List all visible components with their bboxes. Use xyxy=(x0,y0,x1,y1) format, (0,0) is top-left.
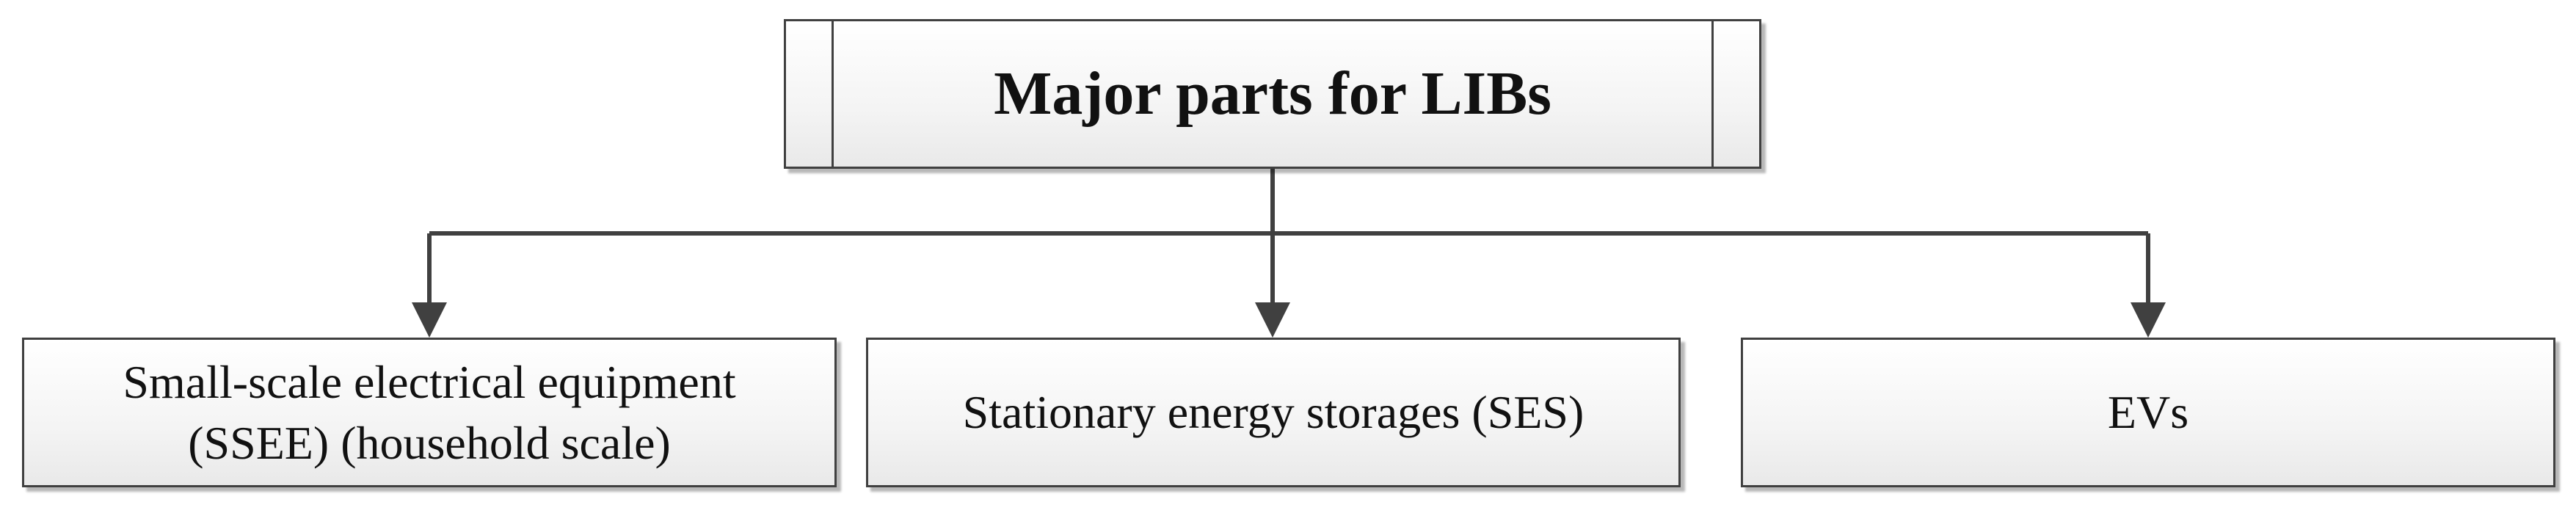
child-node-ssee-label: Small-scale electrical equipment (SSEE) … xyxy=(101,352,757,473)
arrow-left xyxy=(412,302,447,338)
child-node-ses: Stationary energy storages (SES) xyxy=(866,338,1681,487)
root-node-right-bar xyxy=(1711,21,1714,167)
arrow-right xyxy=(2131,302,2166,338)
root-node-left-bar xyxy=(832,21,834,167)
child-node-ssee: Small-scale electrical equipment (SSEE) … xyxy=(22,338,837,487)
root-node-label: Major parts for LIBs xyxy=(994,59,1551,128)
root-node: Major parts for LIBs xyxy=(784,19,1761,169)
arrow-middle xyxy=(1255,302,1290,338)
child-node-ssee-label-line2: (SSEE) (household scale) xyxy=(188,417,671,469)
child-node-evs: EVs xyxy=(1741,338,2555,487)
child-node-ssee-label-line1: Small-scale electrical equipment xyxy=(123,355,736,408)
child-node-ses-label: Stationary energy storages (SES) xyxy=(962,386,1584,439)
child-node-evs-label: EVs xyxy=(2107,386,2189,439)
